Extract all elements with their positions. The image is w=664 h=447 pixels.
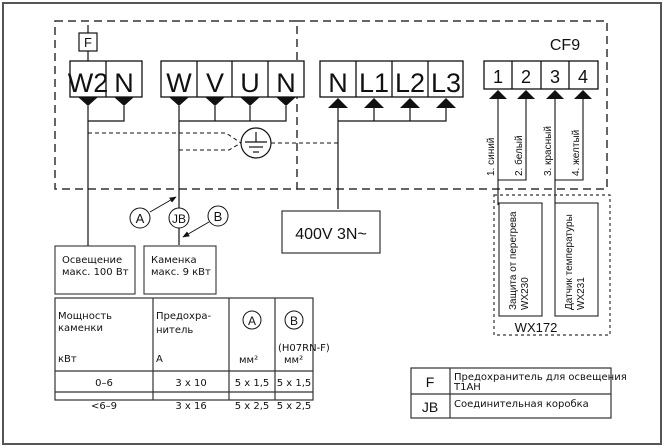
header-a-unit: мм² bbox=[239, 355, 258, 366]
fuse-label: F bbox=[84, 35, 92, 50]
terminal-2: 2 bbox=[521, 67, 531, 87]
row1-fuse: 3 x 10 bbox=[175, 378, 206, 389]
heater-label-2: макс. 9 кВт bbox=[151, 267, 211, 278]
marker-b: B bbox=[214, 209, 223, 224]
terminal-3: 3 bbox=[550, 67, 560, 87]
row2-b: 5 x 2,5 bbox=[277, 401, 312, 412]
sensor-temperature-name: Датчик температуры bbox=[564, 214, 575, 310]
legend-table bbox=[410, 367, 612, 419]
sensor-group-label: WX172 bbox=[515, 320, 558, 335]
terminal-L1: L1 bbox=[359, 68, 389, 98]
sensor-box-overheat bbox=[498, 202, 543, 317]
sensor-group-boundary bbox=[493, 194, 611, 336]
ground-icon bbox=[240, 127, 272, 159]
heater-label-1: Каменка bbox=[151, 255, 197, 266]
terminal-V: V bbox=[206, 68, 224, 98]
lighting-label-2: макс. 100 Вт bbox=[62, 267, 129, 278]
cable-table bbox=[54, 297, 314, 401]
lighting-box bbox=[54, 245, 136, 295]
wire-label-2: 2. белый bbox=[513, 135, 525, 176]
terminal-L3: L3 bbox=[431, 68, 461, 98]
header-fuse-unit: А bbox=[156, 354, 163, 365]
header-power-unit: кВт bbox=[58, 354, 77, 365]
supply-label: 400V 3N~ bbox=[295, 226, 367, 243]
supply-box bbox=[281, 210, 381, 254]
wire-label-4: 4. желтый bbox=[571, 130, 582, 176]
legend-text-jb: Соединительная коробка bbox=[454, 399, 589, 410]
header-a-marker: A bbox=[248, 314, 256, 328]
row1-a: 5 x 1,5 bbox=[235, 378, 270, 389]
header-fuse-1: Предохра- bbox=[156, 311, 211, 322]
row1-power: 0–6 bbox=[95, 378, 113, 389]
legend-key-f: F bbox=[426, 374, 435, 390]
marker-a-circle bbox=[129, 207, 151, 229]
sensor-overheat-code: WX230 bbox=[520, 277, 531, 310]
heater-box bbox=[143, 245, 217, 295]
header-b-marker: B bbox=[290, 314, 298, 328]
terminal-1: 1 bbox=[493, 67, 503, 87]
header-b-unit: мм² bbox=[284, 355, 303, 366]
lighting-label-1: Освещение bbox=[62, 255, 122, 266]
legend-text-f-2: T1AH bbox=[453, 382, 481, 393]
heater-terminal-block: W V U N bbox=[160, 60, 305, 106]
control-unit-boundary-right bbox=[297, 20, 608, 190]
header-b-type: (H07RN-F) bbox=[278, 343, 330, 354]
legend-text-f-1: Предохранитель для освещения bbox=[454, 372, 627, 383]
terminal-L2: L2 bbox=[395, 68, 425, 98]
terminal-N-supply: N bbox=[328, 68, 348, 98]
marker-b-circle bbox=[207, 205, 229, 227]
header-power-2: каменки bbox=[58, 323, 103, 334]
wire-label-1: 1. синий bbox=[486, 138, 497, 176]
row2-fuse: 3 x 16 bbox=[175, 401, 206, 412]
terminal-N-heater: N bbox=[276, 68, 296, 98]
lighting-terminal-block: W2 N bbox=[68, 60, 143, 106]
supply-terminal-block: N L1 L2 L3 bbox=[319, 60, 464, 108]
wire-label-3: 3. красный bbox=[543, 126, 554, 176]
row2-a: 5 x 2,5 bbox=[235, 401, 270, 412]
sensor-overheat-name: Защита от перегрева bbox=[508, 211, 519, 310]
control-unit-boundary bbox=[54, 20, 298, 190]
unit-label: CF9 bbox=[550, 37, 580, 54]
header-power-1: Мощность bbox=[58, 311, 112, 322]
header-fuse-2: нитель bbox=[156, 325, 193, 336]
terminal-U: U bbox=[240, 68, 260, 98]
terminal-W2: W2 bbox=[68, 68, 109, 98]
terminal-4: 4 bbox=[578, 67, 588, 87]
marker-jb: JB bbox=[172, 212, 186, 226]
row2-power: <6–9 bbox=[91, 401, 117, 412]
terminal-W: W bbox=[166, 68, 192, 98]
legend-key-jb: JB bbox=[422, 399, 438, 415]
row1-b: 5 x 1,5 bbox=[277, 378, 312, 389]
marker-a: A bbox=[136, 211, 145, 226]
sensor-temperature-code: WX231 bbox=[576, 277, 587, 310]
sensor-terminal-block: 1 2 3 4 bbox=[483, 60, 599, 99]
sensor-box-temperature bbox=[554, 202, 599, 317]
marker-jb-circle bbox=[168, 207, 190, 229]
terminal-N-light: N bbox=[114, 68, 134, 98]
